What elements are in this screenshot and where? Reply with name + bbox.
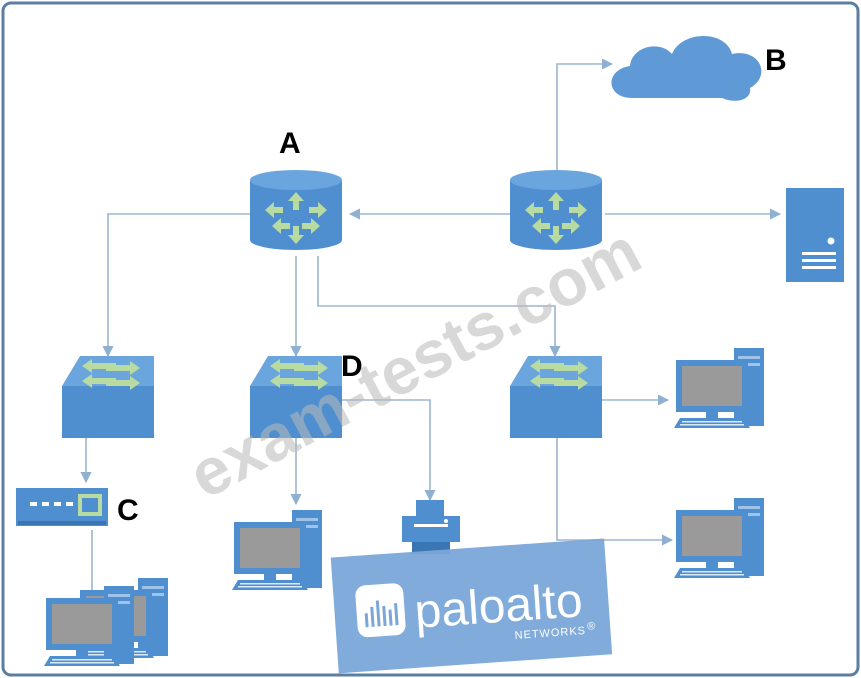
label-a: A [279,127,301,160]
switch-icon [510,356,602,438]
logo-registered: ® [587,620,597,633]
workstation-icon [232,510,322,590]
router-icon [250,170,342,250]
link-router-a-switch-3 [317,256,561,358]
label-d: D [341,350,363,383]
server-icon [786,188,844,282]
logo-text: paloalto [413,574,584,639]
switch-icon [62,356,154,438]
logo-subtext: NETWORKS [514,625,586,642]
workstation-icon [674,498,764,578]
link-router-cloud [556,58,614,170]
logo-mark-icon [355,583,406,638]
link-switch-d-printer [342,399,436,502]
cloud-icon [611,36,762,101]
logo-badge: paloalto NETWORKS ® [330,538,613,674]
workstation-icon [674,348,764,428]
link-router-a-switch-1 [102,213,250,358]
link-switch-3-pc-2 [556,438,674,546]
printer-icon [402,500,460,554]
workstation-group-icon [44,578,168,666]
label-b: B [765,44,787,77]
connection-lines [80,58,782,622]
modem-icon [16,488,108,526]
label-c: C [117,494,139,527]
